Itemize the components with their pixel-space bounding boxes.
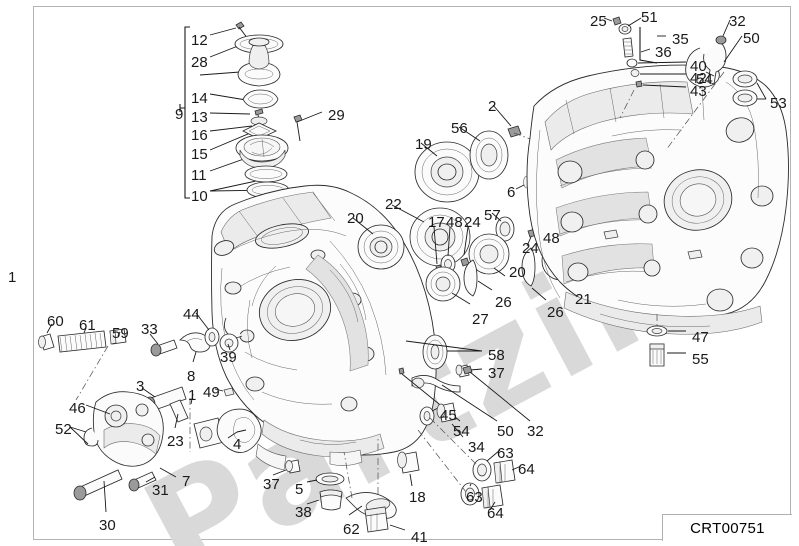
callout: 63 (466, 489, 483, 506)
breather-assembly (603, 16, 687, 119)
callout: 37 (263, 476, 280, 493)
callout: 6 (507, 184, 516, 201)
callout: 29 (328, 107, 345, 124)
callout: 48 (543, 230, 560, 247)
callout: 39 (220, 349, 237, 366)
callout: 60 (47, 313, 64, 330)
callout: 25 (590, 13, 607, 30)
callout: 37 (488, 365, 505, 382)
callout: 49 (203, 384, 220, 401)
callout: 63 (497, 445, 514, 462)
callout: 57 (484, 207, 501, 224)
callout: 50 (743, 30, 760, 47)
callout: 2 (488, 98, 497, 115)
callout: 19 (415, 136, 432, 153)
callout: 3 (136, 378, 145, 395)
callout: 64 (518, 461, 535, 478)
callout: 5 (295, 481, 304, 498)
part-number-box: CRT00751 (662, 514, 792, 541)
callout: 51 (641, 9, 658, 26)
callout: 10 (191, 188, 208, 205)
callout: 26 (547, 304, 564, 321)
group-bracket-9 (179, 26, 190, 199)
callout: 20 (347, 210, 364, 227)
water-pump-stack (234, 21, 303, 239)
sump-plug-parts (272, 436, 420, 533)
callout: 16 (191, 127, 208, 144)
callout: 54 (696, 71, 713, 88)
callout: 52 (55, 421, 72, 438)
callout: 9 (175, 106, 184, 123)
clutch-cable-bracket (665, 19, 767, 151)
callout: 44 (183, 306, 200, 323)
part-number-text: CRT00751 (690, 519, 765, 537)
callout: 36 (655, 44, 672, 61)
callout: 58 (488, 347, 505, 364)
callout: 30 (99, 517, 116, 534)
callout: 59 (112, 325, 129, 342)
callout: 64 (487, 505, 504, 522)
callout: 7 (182, 473, 191, 490)
bearings-left-case (352, 204, 471, 270)
shift-detent-assembly (398, 365, 531, 511)
right-crankcase-half (526, 64, 789, 335)
callout: 12 (191, 32, 208, 49)
callout: 46 (69, 400, 86, 417)
callout: 26 (495, 294, 512, 311)
drawing-frame (33, 6, 791, 540)
callout: 53 (770, 95, 787, 112)
callout: 28 (191, 54, 208, 71)
callout: 54 (453, 423, 470, 440)
callout: 55 (692, 351, 709, 368)
callout: 31 (152, 482, 169, 499)
callout: 27 (472, 311, 489, 328)
oil-pressure-relief-and-pump (38, 312, 262, 513)
callout: 4 (233, 436, 242, 453)
callout: 32 (527, 423, 544, 440)
callout: 11 (191, 167, 207, 184)
callout: 20 (509, 264, 526, 281)
callout: 61 (79, 317, 96, 334)
callout: 34 (468, 439, 485, 456)
callout: 17 (428, 214, 445, 231)
callout: 48 (446, 214, 463, 231)
callout: 21 (575, 291, 592, 308)
callout: 22 (385, 196, 402, 213)
callout: 62 (343, 521, 360, 538)
callout: 24 (522, 240, 539, 257)
callout: 18 (409, 489, 426, 506)
callout: 23 (167, 433, 184, 450)
callout: 38 (295, 504, 312, 521)
drain-plug-assembly (646, 314, 686, 367)
callout: 41 (411, 529, 428, 546)
callout: 24 (464, 214, 481, 231)
callout: 56 (451, 120, 468, 137)
callout: 1 (8, 269, 17, 286)
callout: 40 (690, 58, 707, 75)
callout: 33 (141, 321, 158, 338)
callout: 8 (187, 368, 196, 385)
callout: 14 (191, 90, 208, 107)
callout: 35 (672, 31, 689, 48)
callout: 42 (690, 70, 707, 87)
callout: 50 (497, 423, 514, 440)
callout: 13 (191, 109, 208, 126)
callout: 43 (690, 83, 707, 100)
callout: 47 (692, 329, 709, 346)
callout: 15 (191, 146, 208, 163)
callout: 32 (729, 13, 746, 30)
seal-and-plug (405, 334, 483, 378)
callout: 1 (188, 387, 197, 404)
callout: 45 (440, 407, 457, 424)
